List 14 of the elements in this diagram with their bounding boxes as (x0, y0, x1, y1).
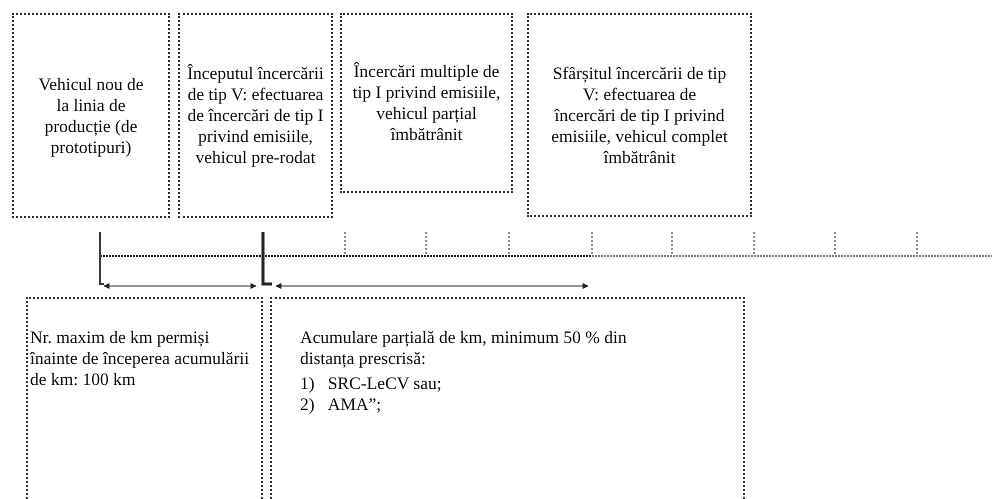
box-text: Acumulare parțială de km, minimum 50 % din distanța prescrisă: (300, 327, 628, 369)
list-item: 1) SRC-LeCV sau; (300, 373, 443, 394)
text-box (26, 297, 263, 499)
text-box (340, 13, 513, 193)
box-text: Nr. maxim de km permiși înainte de începerea acumulării de km: 100 km (30, 327, 250, 390)
box-text: Încercări multiple de tip I privind emisiile, vehicul parțial îmbătrânit (352, 61, 502, 145)
text-box (270, 297, 745, 499)
text-box (12, 13, 170, 218)
text-box (178, 13, 333, 218)
text-box (527, 13, 752, 217)
box-text: Vehicul nou de la linia de producție (de prototipuri) (38, 74, 144, 158)
box-text: Sfârșitul încercării de tip V: efectuarea de încercări de tip I privind emisiile, vehicul complet îmbătrânit (551, 62, 728, 168)
box-text: Începutul încercării de tip V: efectuarea de încercări de tip I privind emisiile, vehicul pre-rodat (186, 63, 325, 168)
list-item: 2) AMA”; (300, 394, 382, 415)
